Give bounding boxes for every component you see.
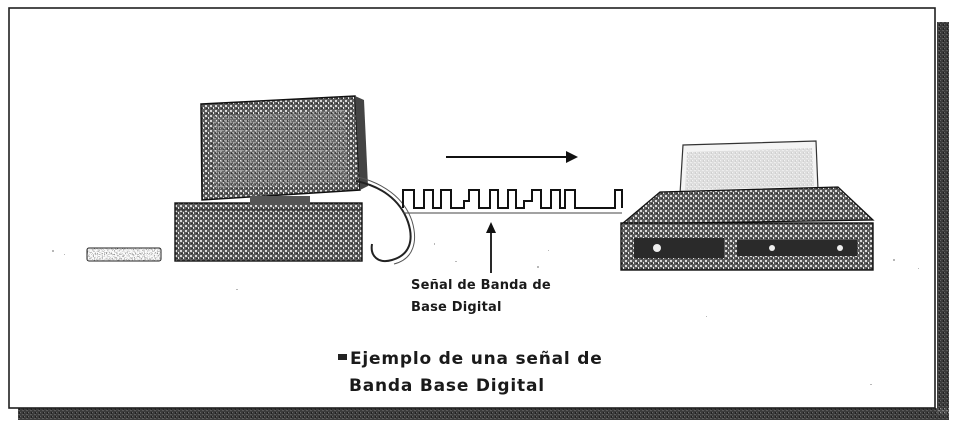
signal-label-line1: Señal de Banda de xyxy=(411,278,551,293)
frame-shadow xyxy=(18,22,949,420)
keyboard-icon xyxy=(86,247,162,262)
signal-label: Señal de Banda de Base Digital xyxy=(411,275,551,319)
square-wave xyxy=(402,189,623,209)
computer-icon xyxy=(174,95,368,262)
example-caption: Ejemplo de una señal de Banda Base Digit… xyxy=(338,346,603,400)
signal-pointer-arrow xyxy=(486,222,496,273)
bullet-icon xyxy=(338,354,347,360)
cable xyxy=(355,180,412,262)
signal-label-line2: Base Digital xyxy=(411,300,502,315)
direction-arrow xyxy=(446,151,578,163)
scan-noise xyxy=(52,243,919,385)
example-caption-line1: Ejemplo de una señal de xyxy=(350,349,603,369)
example-caption-line2: Banda Base Digital xyxy=(349,376,545,396)
printer-icon xyxy=(620,140,875,271)
